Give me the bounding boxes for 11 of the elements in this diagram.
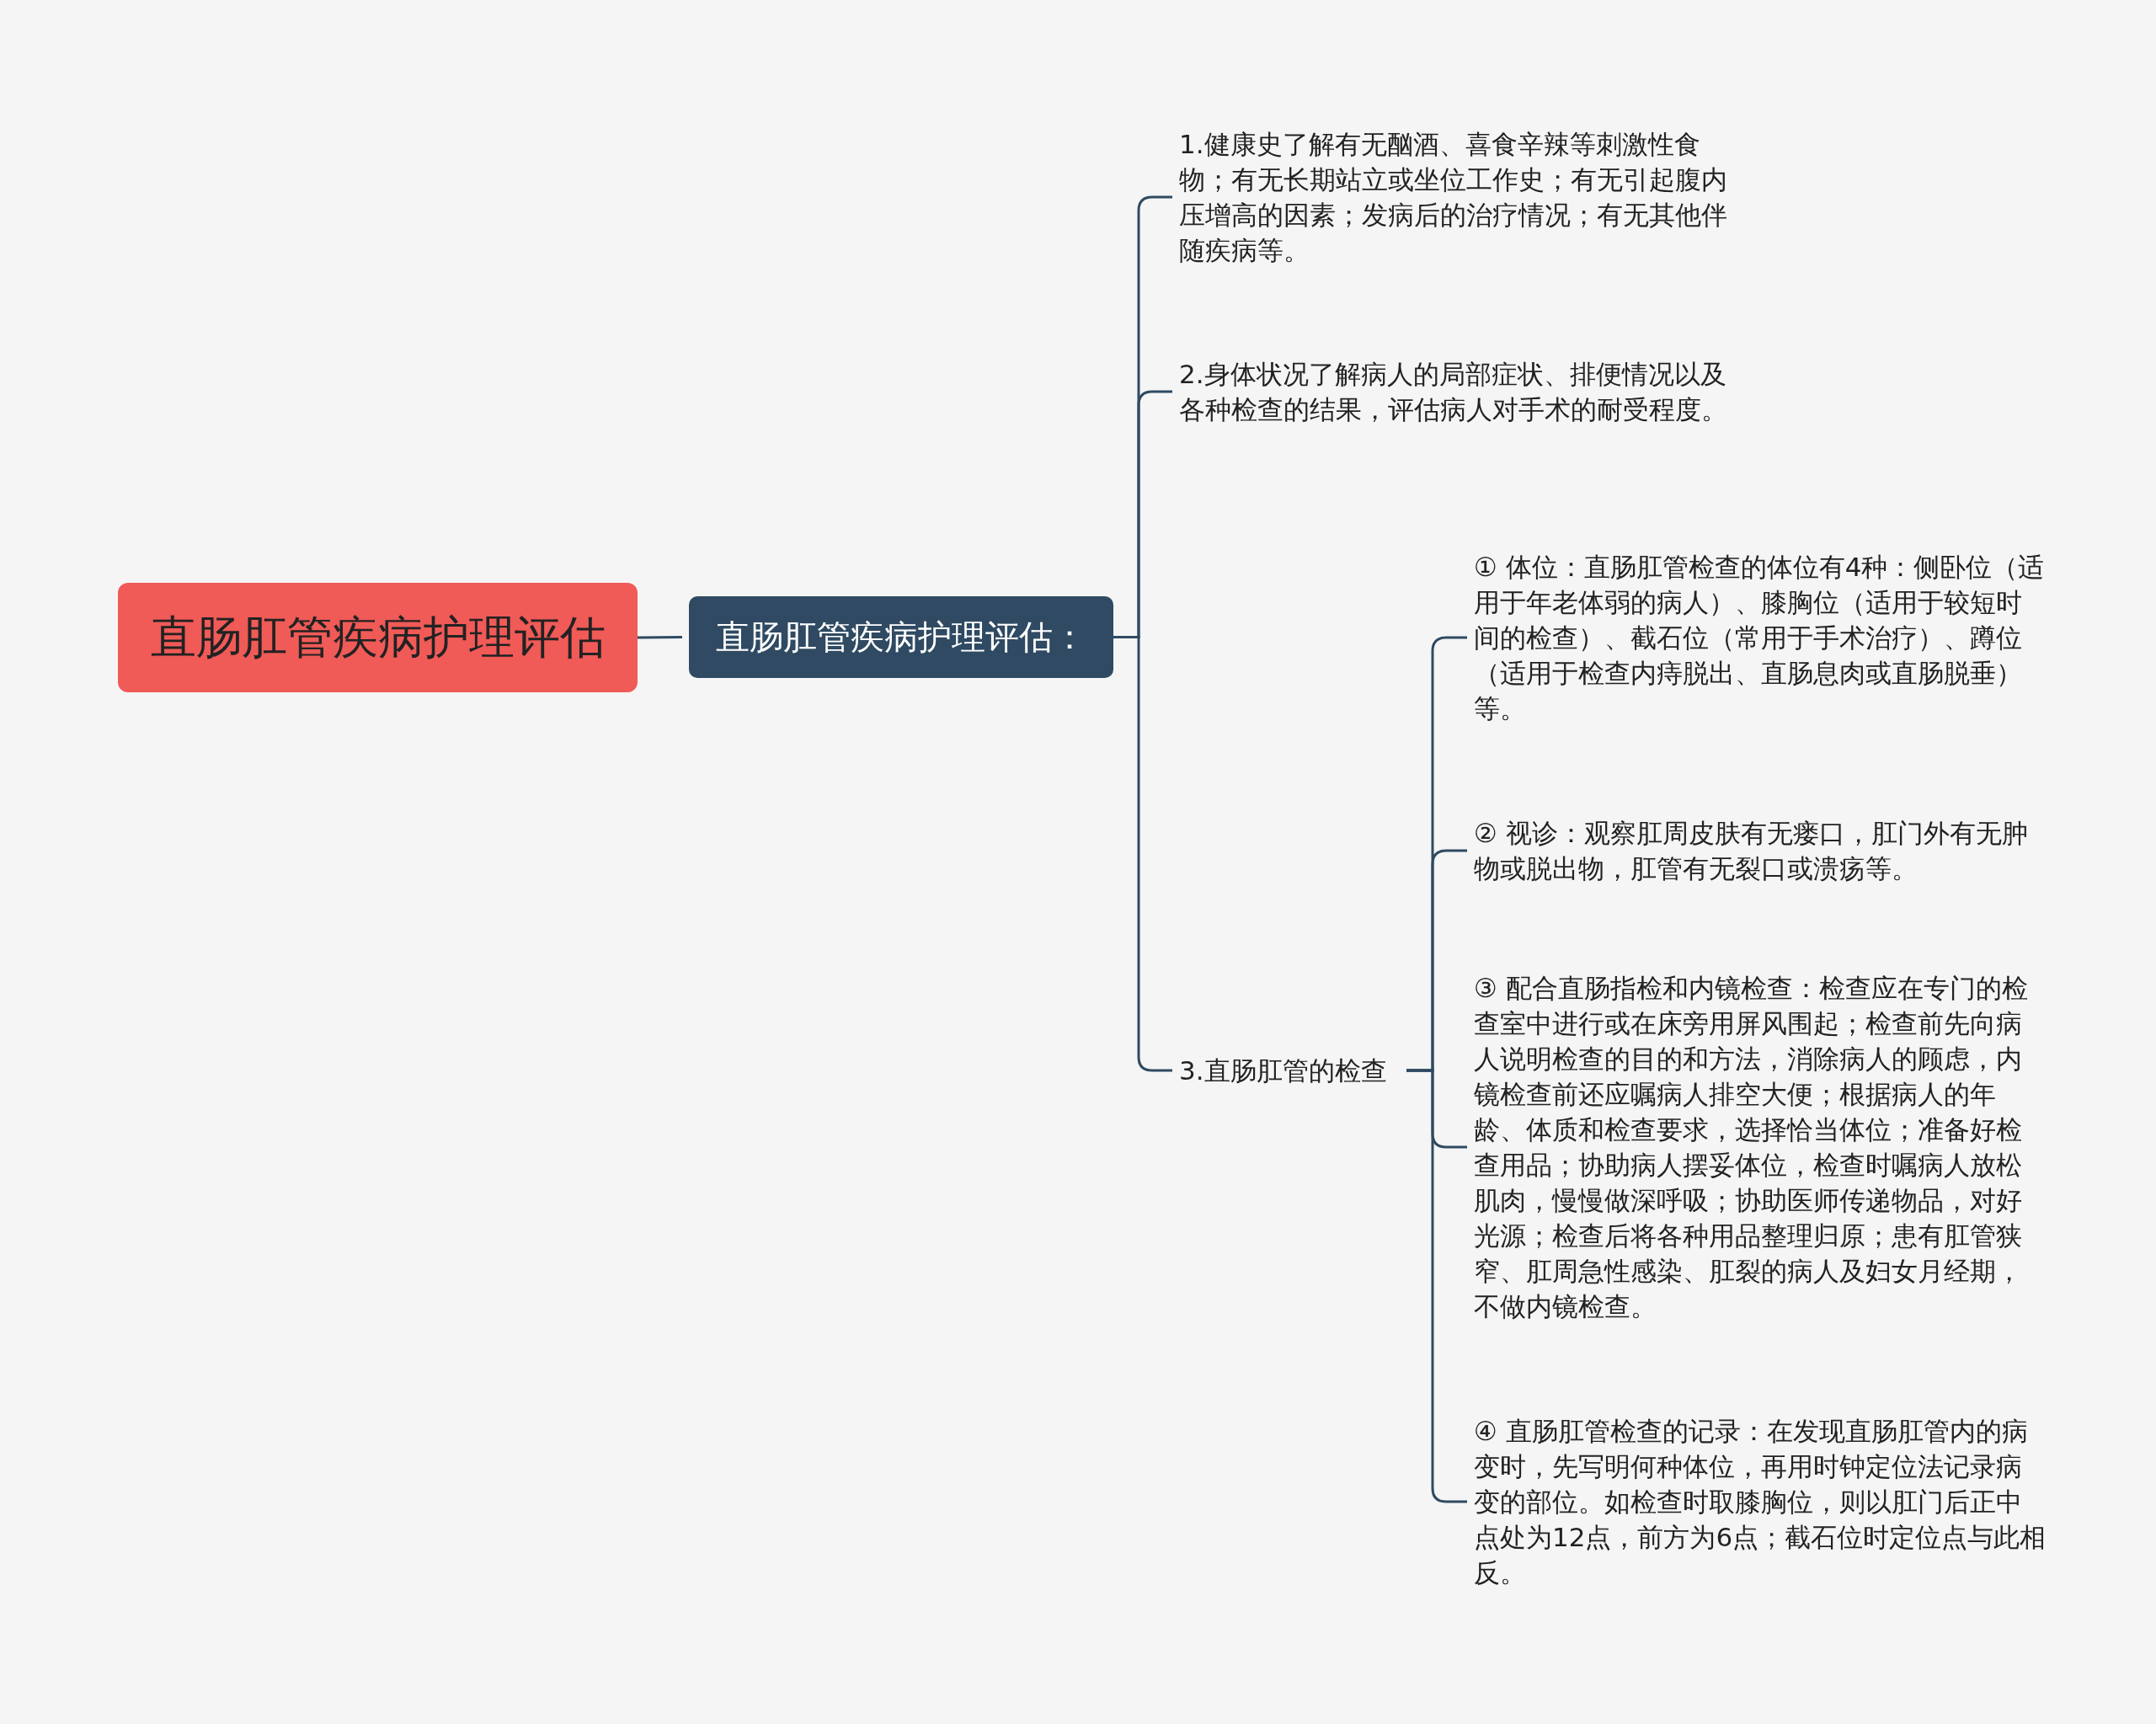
topic-text: ③ 配合直肠指检和内镜检查：检查应在专门的检查室中进行或在床旁用屏风围起；检查前先向病人说明检查的目的和方法，消除病人的顾虑，内镜检查前还应嘱病人排空大便；根据病人的年龄、体质和检查要求，选择恰当体位；准备好检查用品；协助病人摆妥体位，检查时嘱病人放松肌肉，慢慢做深呼吸；协助医师传递物品，对好光源；检查后将各种用品整理归原；患有肛管狭窄、肛周急性感染、肛裂的病人及妇女月经期，不做内镜检查。 bbox=[1474, 972, 2029, 1323]
topic-text: 1.健康史了解有无酗酒、喜食辛辣等刺激性食物；有无长期站立或坐位工作史；有无引起腹内压增高的因素；发病后的治疗情况；有无其他伴随疾病等。 bbox=[1179, 128, 1728, 267]
topic-text: ② 视诊：观察肛周皮肤有无瘘口，肛门外有无肿物或脱出物，肛管有无裂口或溃疡等。 bbox=[1474, 817, 2029, 885]
connector-line bbox=[1406, 1069, 1467, 1503]
topic-text: 2.身体状况了解病人的局部症状、排便情况以及各种检查的结果，评估病人对手术的耐受程度。 bbox=[1179, 358, 1728, 426]
connector-line bbox=[638, 636, 682, 639]
root-topic-box: 直肠肛管疾病护理评估 bbox=[118, 583, 638, 692]
topic-text: ④ 直肠肛管检查的记录：在发现直肠肛管内的病变时，先写明何种体位，再用时钟定位法记录病变的部位。如检查时取膝胸位，则以肛门后正中点处为12点，前方为6点；截石位时定位点与此相反。 bbox=[1474, 1415, 2047, 1589]
topic-box: 直肠肛管疾病护理评估： bbox=[689, 596, 1113, 678]
topic-text: ① 体位：直肠肛管检查的体位有4种：侧卧位（适用于年老体弱的病人）、膝胸位（适用于较短时间的检查）、截石位（常用于手术治疗）、蹲位（适用于检查内痔脱出、直肠息肉或直肠脱垂）等。 bbox=[1474, 551, 2046, 725]
topic-text: 3.直肠肛管的检查 bbox=[1179, 1054, 1388, 1087]
